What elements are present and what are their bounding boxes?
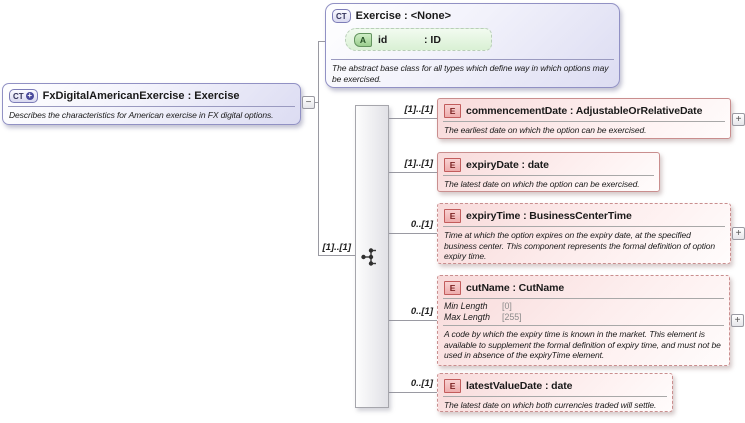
connector-line (319, 41, 325, 42)
element-icon: E (444, 379, 461, 393)
element-description: The earliest date on which the option ca… (444, 125, 647, 135)
root-description: Describes the characteristics for Americ… (9, 110, 274, 120)
connector-line (389, 118, 437, 119)
multiplicity-label-sequence: [1]..[1] (322, 242, 352, 253)
element-box-commencementDate[interactable]: E commencementDate : AdjustableOrRelativ… (437, 98, 731, 139)
element-description: Time at which the option expires on the … (444, 230, 716, 261)
divider (8, 106, 295, 107)
connector-line (389, 172, 437, 173)
element-description: The latest date on which the option can … (444, 179, 640, 189)
element-description: The latest date on which both currencies… (444, 400, 657, 410)
attribute-id-row[interactable]: A id : ID (345, 28, 492, 51)
attribute-icon: A (354, 32, 372, 47)
element-title: cutName : CutName (466, 282, 565, 294)
expand-toggle-expiryTime[interactable]: + (732, 227, 745, 240)
derived-plus-badge: + (25, 91, 34, 100)
connector-line (389, 233, 437, 234)
element-description: A code by which the expiry time is known… (444, 329, 721, 360)
element-title: expiryDate : date (466, 159, 549, 171)
divider (443, 298, 724, 299)
element-title: commencementDate : AdjustableOrRelativeD… (466, 105, 703, 117)
sequence-connector[interactable] (355, 105, 389, 408)
element-title: latestValueDate : date (466, 380, 573, 392)
connector-line (315, 102, 318, 103)
facet-max-length: Max Length [255] (444, 312, 522, 322)
divider (443, 121, 725, 122)
attribute-name: id (378, 33, 388, 46)
multiplicity-label-expiryDate: [1]..[1] (404, 158, 434, 169)
complex-type-icon: CT+ (9, 89, 38, 103)
element-icon: E (444, 209, 461, 223)
divider (443, 226, 725, 227)
collapse-toggle[interactable]: − (302, 96, 315, 109)
element-icon: E (444, 158, 461, 172)
sequence-icon (361, 248, 376, 266)
base-complex-type-box[interactable]: CT Exercise : <None> A id : ID The abstr… (325, 3, 620, 88)
base-title-row: CT Exercise : <None> (326, 4, 619, 26)
element-title: expiryTime : BusinessCenterTime (466, 210, 632, 222)
connector-line (319, 255, 355, 256)
expand-toggle-cutName[interactable]: + (731, 314, 744, 327)
divider (443, 325, 724, 326)
divider (331, 59, 614, 60)
multiplicity-label-latestValueDate: 0..[1] (410, 378, 433, 389)
facet-min-length: Min Length [0] (444, 301, 512, 311)
attribute-type: : ID (424, 33, 441, 46)
connector-line (389, 392, 437, 393)
divider (443, 175, 654, 176)
connector-line (318, 41, 319, 256)
multiplicity-label-cutName: 0..[1] (410, 306, 433, 317)
expand-toggle-commencementDate[interactable]: + (732, 113, 745, 126)
multiplicity-label-commencementDate: [1]..[1] (404, 104, 434, 115)
facet-list: Min Length [0] Max Length [255] (438, 299, 729, 325)
complex-type-icon: CT (332, 9, 351, 23)
element-box-expiryTime[interactable]: E expiryTime : BusinessCenterTime Time a… (437, 203, 731, 264)
element-icon: E (444, 281, 461, 295)
element-box-latestValueDate[interactable]: E latestValueDate : date The latest date… (437, 373, 673, 412)
root-complex-type-box[interactable]: CT+ FxDigitalAmericanExercise : Exercise… (2, 83, 301, 125)
base-description: The abstract base class for all types wh… (332, 63, 609, 84)
multiplicity-label-expiryTime: 0..[1] (410, 219, 433, 230)
root-title-row: CT+ FxDigitalAmericanExercise : Exercise (3, 84, 300, 106)
connector-line (389, 320, 437, 321)
divider (443, 396, 667, 397)
element-box-expiryDate[interactable]: E expiryDate : date The latest date on w… (437, 152, 660, 192)
root-title: FxDigitalAmericanExercise : Exercise (42, 90, 240, 102)
element-box-cutName[interactable]: E cutName : CutName Min Length [0] Max L… (437, 275, 730, 366)
base-title: Exercise : <None> (355, 10, 452, 22)
element-icon: E (444, 104, 461, 118)
